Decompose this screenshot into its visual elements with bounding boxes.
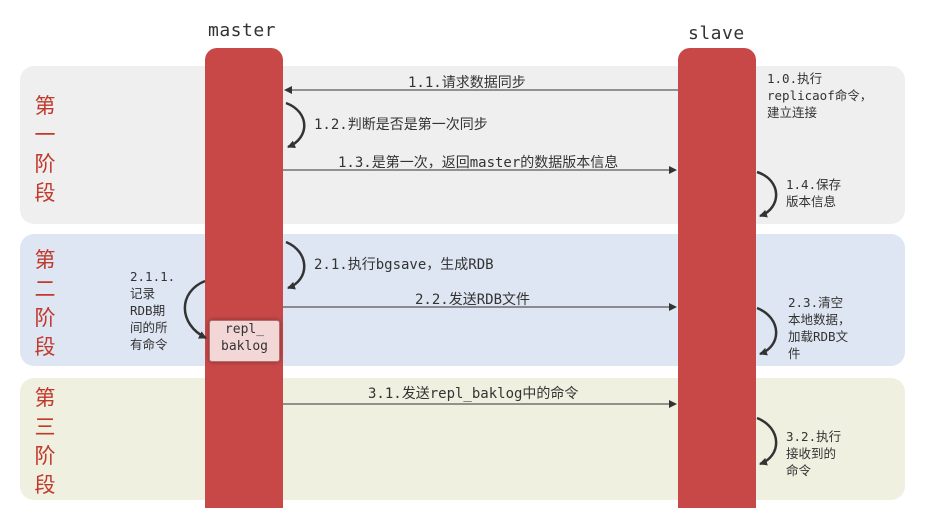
message-3-1: 3.1.发送repl_baklog中的命令 <box>368 386 579 402</box>
note-2-1-1-line-3: RDB期 <box>130 303 166 318</box>
repl-baklog-line-2: baklog <box>221 339 268 354</box>
phase-2-char-3: 阶 <box>34 306 56 330</box>
note-2-1-1-line-2: 记录 <box>130 286 156 301</box>
phase-2-char-4: 段 <box>34 335 56 359</box>
phase-3-char-1: 第 <box>34 386 56 410</box>
phase-1-char-4: 段 <box>34 181 56 205</box>
note-2-3-line-1: 2.3.清空 <box>788 295 844 310</box>
phase-3-char-4: 段 <box>34 473 56 497</box>
note-1-0-line-2: replicaof命令， <box>767 88 873 103</box>
note-3-2-line-2: 接收到的 <box>786 446 837 461</box>
actor-slave-label: slave <box>688 23 745 44</box>
note-2-3-line-4: 件 <box>788 346 801 361</box>
message-1-2: 1.2.判断是否是第一次同步 <box>314 117 488 133</box>
message-2-2: 2.2.发送RDB文件 <box>415 292 531 308</box>
note-2-3-line-3: 加载RDB文 <box>788 329 849 344</box>
note-2-1-1-line-1: 2.1.1. <box>130 269 176 284</box>
note-1-0: 1.0.执行 replicaof命令， 建立连接 <box>767 70 872 121</box>
note-1-4-line-2: 版本信息 <box>786 194 837 209</box>
note-1-0-line-3: 建立连接 <box>767 105 818 120</box>
actor-master-label: master <box>208 20 277 41</box>
phase-3-char-2: 三 <box>34 415 56 439</box>
phase-1-char-2: 一 <box>34 123 56 147</box>
note-3-2-line-1: 3.2.执行 <box>786 429 842 444</box>
message-1-1: 1.1.请求数据同步 <box>408 75 526 91</box>
message-1-3: 1.3.是第一次，返回master的数据版本信息 <box>338 155 619 171</box>
phase-1-char-3: 阶 <box>34 152 56 176</box>
repl-baklog-line-1: repl_ <box>224 322 265 337</box>
phase-1-char-1: 第 <box>34 94 56 118</box>
note-2-1-1-line-4: 间的所 <box>130 320 168 335</box>
note-1-0-line-1: 1.0.执行 <box>767 71 823 86</box>
note-2-3: 2.3.清空 本地数据， 加载RDB文 件 <box>788 294 851 362</box>
phase-1-title: 第 一 阶 段 <box>22 92 68 208</box>
note-2-1-1: 2.1.1. 记录 RDB期 间的所 有命令 <box>130 268 175 353</box>
note-3-2-line-3: 命令 <box>786 463 812 478</box>
message-2-1: 2.1.执行bgsave，生成RDB <box>314 257 494 273</box>
master-lifeline <box>205 48 283 508</box>
phase-3-char-3: 阶 <box>34 444 56 468</box>
note-2-1-1-line-5: 有命令 <box>130 337 168 352</box>
note-1-4-line-1: 1.4.保存 <box>786 177 842 192</box>
note-3-2: 3.2.执行 接收到的 命令 <box>786 428 841 479</box>
phase-2-char-1: 第 <box>34 248 56 272</box>
slave-lifeline <box>678 48 756 508</box>
phase-2-char-2: 二 <box>34 277 56 301</box>
note-2-3-line-2: 本地数据， <box>788 312 851 327</box>
phase-2-title: 第 二 阶 段 <box>22 246 68 362</box>
phase-3-title: 第 三 阶 段 <box>22 384 68 500</box>
note-1-4: 1.4.保存 版本信息 <box>786 176 841 210</box>
repl-baklog-box: repl_ baklog <box>209 320 280 362</box>
